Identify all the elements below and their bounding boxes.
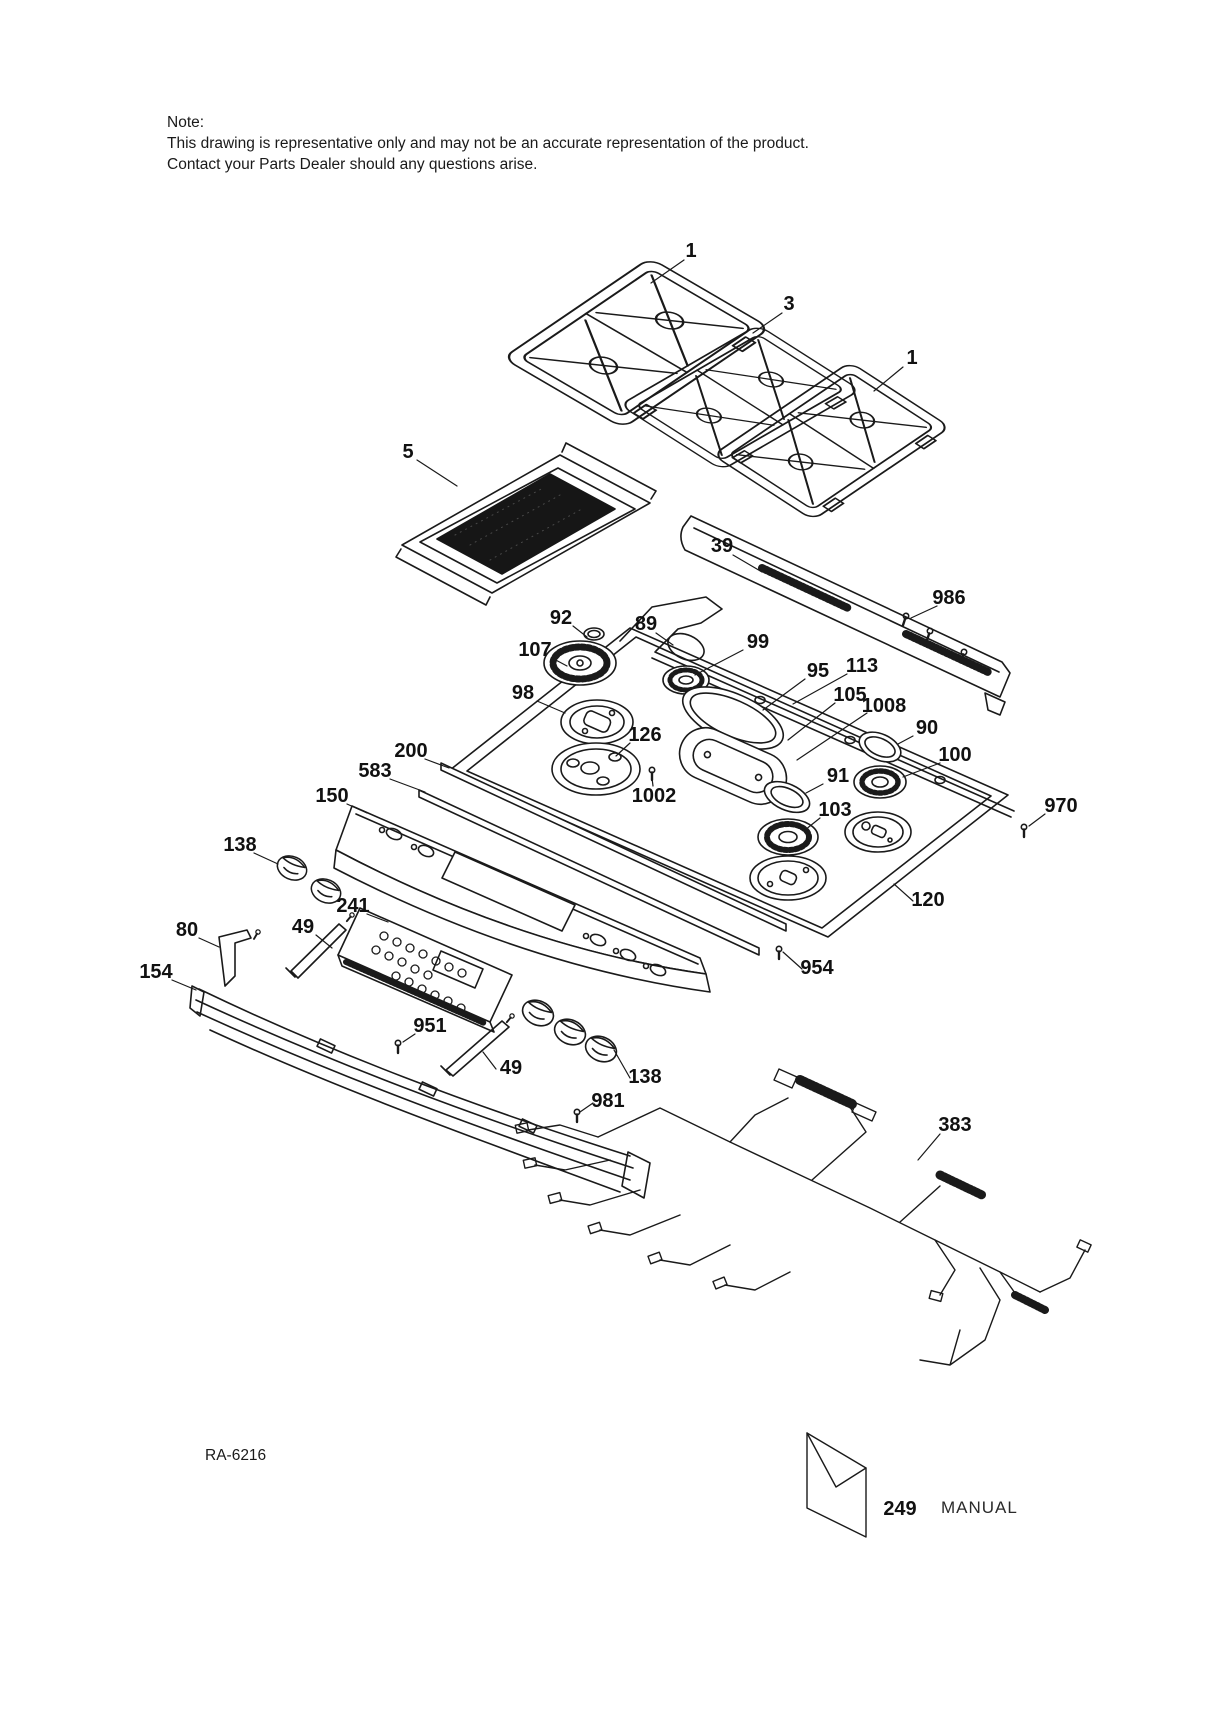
burner-base-126 — [551, 742, 641, 796]
griddle — [395, 442, 657, 606]
part-callout-92: 92 — [550, 607, 572, 629]
part-callout-951: 951 — [413, 1015, 446, 1037]
screw-970 — [1020, 823, 1028, 839]
note-line-1: This drawing is representative only and … — [167, 135, 809, 152]
part-callout-90: 90 — [916, 717, 938, 739]
part-callout-1-left: 1 — [685, 240, 696, 262]
front-trim — [189, 985, 651, 1199]
screw-954 — [775, 945, 783, 961]
part-callout-49-lower: 49 — [500, 1057, 522, 1079]
manual-callout-number: 249 — [883, 1498, 916, 1520]
manual-label: MANUAL — [941, 1498, 1018, 1517]
wiring-harness — [514, 1068, 1092, 1366]
note-line-2: Contact your Parts Dealer should any que… — [167, 156, 538, 173]
part-callout-49-upper: 49 — [292, 916, 314, 938]
burner-cap-91 — [763, 780, 811, 814]
control-knob-pair — [272, 850, 346, 909]
note-block: Note: This drawing is representative onl… — [167, 112, 809, 175]
part-callout-99: 99 — [747, 631, 769, 653]
burner-base-front-right — [749, 855, 827, 901]
burner-head-103 — [757, 818, 819, 856]
part-callout-954: 954 — [800, 957, 834, 979]
bracket-80 — [218, 928, 262, 987]
burner-head-100 — [853, 765, 907, 799]
part-callout-113: 113 — [846, 655, 878, 677]
control-panel — [333, 805, 711, 993]
part-callout-200: 200 — [394, 740, 427, 762]
screw-951 — [394, 1039, 402, 1055]
burner-cap-90 — [858, 731, 902, 763]
part-callout-986: 986 — [932, 587, 965, 609]
drawing-number: RA-6216 — [205, 1447, 267, 1464]
part-callout-583: 583 — [358, 760, 391, 782]
part-callout-89: 89 — [635, 613, 657, 635]
part-callout-3: 3 — [783, 293, 794, 315]
part-callout-981: 981 — [591, 1090, 624, 1112]
part-callout-103: 103 — [818, 799, 851, 821]
part-callout-91: 91 — [827, 765, 849, 787]
manual-envelope-icon — [806, 1432, 867, 1538]
vent-trim-rail — [680, 515, 1011, 716]
part-callout-95: 95 — [807, 660, 829, 682]
part-callout-120: 120 — [911, 889, 944, 911]
part-callout-154: 154 — [139, 961, 173, 983]
part-callout-100: 100 — [938, 744, 971, 766]
part-callout-1002: 1002 — [632, 785, 677, 807]
part-callout-5: 5 — [402, 441, 413, 463]
part-callout-1008: 1008 — [862, 695, 907, 717]
part-callout-970: 970 — [1044, 795, 1077, 817]
part-callout-105: 105 — [833, 684, 866, 706]
bracket-49-upper — [285, 910, 357, 979]
burner-head-107 — [543, 640, 617, 686]
trim-strip-200 — [440, 762, 787, 932]
trim-strip-583 — [418, 789, 760, 956]
bracket-49-lower — [440, 1011, 517, 1077]
burner-grate-right — [711, 360, 955, 524]
part-callout-39: 39 — [711, 535, 733, 557]
part-callout-98: 98 — [512, 682, 534, 704]
note-title: Note: — [167, 114, 205, 131]
burner-ring-98 — [560, 699, 634, 745]
burner-cap-small — [583, 627, 605, 641]
part-callout-241: 241 — [336, 895, 369, 917]
part-callout-138-upper: 138 — [223, 834, 256, 856]
part-callout-80: 80 — [176, 919, 198, 941]
part-callout-383: 383 — [938, 1114, 971, 1136]
control-knob-trio — [517, 994, 622, 1068]
burner-base-rear-right — [844, 811, 912, 853]
part-callout-126: 126 — [628, 724, 661, 746]
leader-lines — [171, 259, 1046, 1161]
screw-981 — [573, 1108, 581, 1124]
control-board — [337, 907, 513, 1033]
part-callout-150: 150 — [315, 785, 348, 807]
part-callout-138-lower: 138 — [628, 1066, 661, 1088]
part-callout-1-right: 1 — [906, 347, 917, 369]
part-callout-107: 107 — [518, 639, 551, 661]
